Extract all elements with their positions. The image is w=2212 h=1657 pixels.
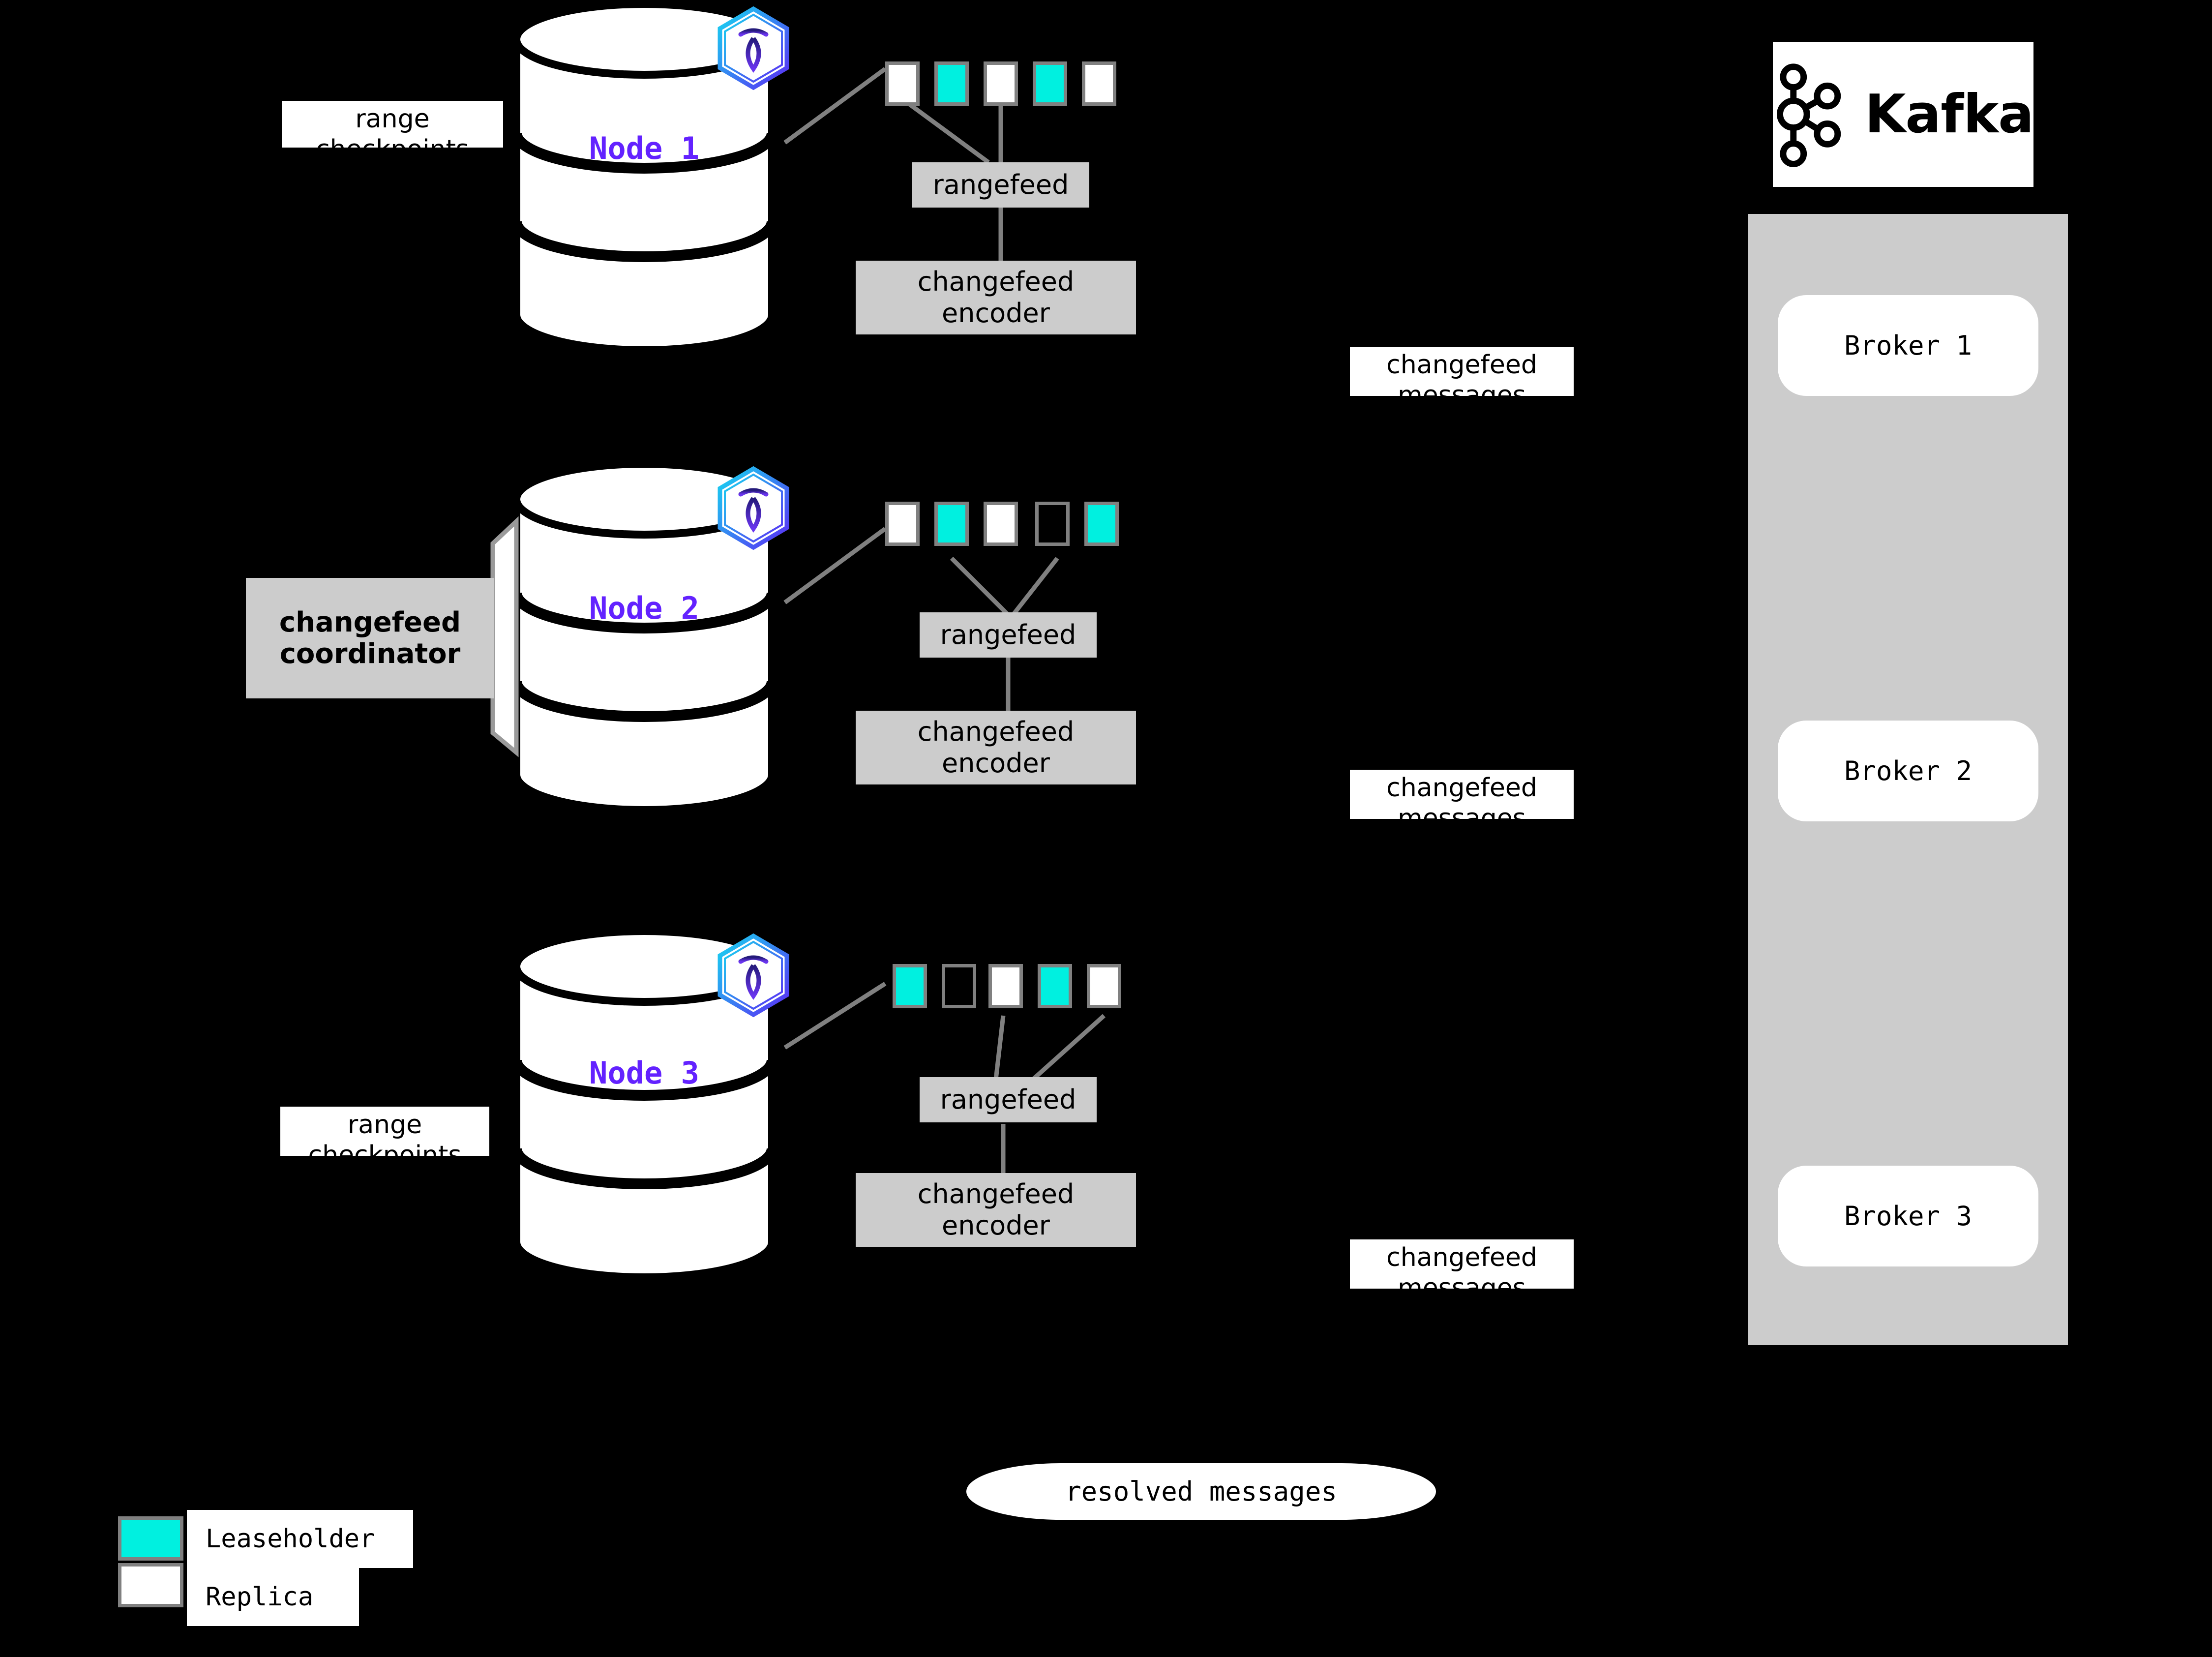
range-box xyxy=(984,502,1018,546)
legend-label-replica: Replica xyxy=(187,1568,359,1626)
node-2-annotation: changefeed coordinator xyxy=(246,578,494,698)
range-box xyxy=(1035,502,1070,546)
kafka-logo-box: Kafka xyxy=(1773,42,2034,187)
legend-label-leaseholder: Leaseholder xyxy=(187,1510,413,1568)
node-3-annotation-text: range checkpoints xyxy=(308,1110,462,1170)
node-3-encoder-box: changefeed encoder xyxy=(856,1173,1136,1247)
node-2-encoder-box: changefeed encoder xyxy=(856,711,1136,784)
range-box xyxy=(1082,61,1116,106)
broker-box[interactable]: Broker 3 xyxy=(1778,1166,2038,1266)
node-1-cylinder xyxy=(511,0,777,354)
legend-swatch-replica xyxy=(118,1563,183,1607)
node-2-label: Node 2 xyxy=(589,590,699,626)
node-1-output-label: changefeed messages xyxy=(1350,347,1574,410)
node-3-connectors xyxy=(783,982,1106,1173)
node-1-annotation: range checkpoints xyxy=(282,101,503,164)
broker-box[interactable]: Broker 1 xyxy=(1778,295,2038,396)
node-1-output-text: changefeed messages xyxy=(1386,350,1537,410)
node-1-encoder-box: changefeed encoder xyxy=(856,261,1136,334)
node-3-output-label: changefeed messages xyxy=(1350,1239,1574,1303)
range-box xyxy=(1084,502,1119,546)
node-2-output-label: changefeed messages xyxy=(1350,770,1574,833)
range-box xyxy=(988,964,1023,1008)
cockroachdb-logo-node-3 xyxy=(717,933,789,1018)
range-box xyxy=(1038,964,1072,1008)
range-box xyxy=(893,964,927,1008)
range-box xyxy=(984,61,1018,106)
range-box xyxy=(885,61,920,106)
range-box xyxy=(885,502,920,546)
node-1-label: Node 1 xyxy=(589,130,699,166)
node-2-cylinder xyxy=(511,460,777,814)
node-3-cylinder xyxy=(511,927,777,1281)
changefeed-coordinator-banner xyxy=(490,516,519,757)
node-1-connectors xyxy=(783,67,1003,261)
cockroachdb-logo-node-1 xyxy=(717,6,789,90)
legend-swatch-leaseholder xyxy=(118,1516,183,1561)
node-2-connectors xyxy=(783,527,1059,711)
range-box xyxy=(1087,964,1121,1008)
node-2-output-text: changefeed messages xyxy=(1386,773,1537,833)
broker-box[interactable]: Broker 2 xyxy=(1778,721,2038,821)
node-3-annotation: range checkpoints xyxy=(280,1107,489,1170)
node-1-rangefeed-box: rangefeed xyxy=(912,162,1089,208)
node-3-output-text: changefeed messages xyxy=(1386,1243,1537,1303)
node-2-rangefeed-box: rangefeed xyxy=(920,612,1097,658)
range-box xyxy=(934,61,969,106)
range-box xyxy=(942,964,976,1008)
node-3-rangefeed-box: rangefeed xyxy=(920,1077,1097,1122)
node-3-label: Node 3 xyxy=(589,1055,699,1091)
range-box xyxy=(934,502,969,546)
cockroachdb-logo-node-2 xyxy=(717,466,789,550)
kafka-icon xyxy=(1777,63,1841,167)
node-1-annotation-text: range checkpoints xyxy=(316,104,469,164)
range-box xyxy=(1033,61,1067,106)
resolved-messages-pill: resolved messages xyxy=(966,1463,1436,1520)
kafka-wordmark: Kafka xyxy=(1864,84,2034,145)
